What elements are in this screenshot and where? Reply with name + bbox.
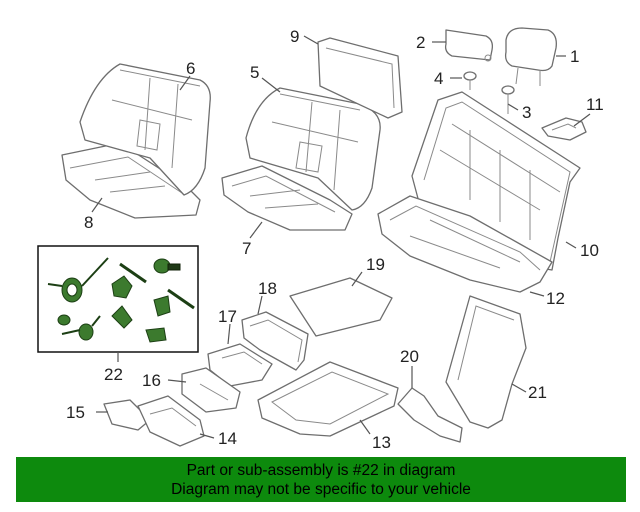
callout-17[interactable]: 17 <box>218 307 237 326</box>
part-9-panel[interactable] <box>317 37 403 119</box>
part-2-headrest[interactable] <box>444 29 494 62</box>
callout-9[interactable]: 9 <box>290 27 299 46</box>
callout-16[interactable]: 16 <box>142 371 161 390</box>
leader-lines <box>91 35 591 439</box>
part-22-clip <box>153 295 171 317</box>
part-22-box[interactable] <box>37 245 199 353</box>
callout-19[interactable]: 19 <box>366 255 385 274</box>
callout-13[interactable]: 13 <box>372 433 391 452</box>
part-17-bracket[interactable] <box>207 343 273 387</box>
part-5-seat-back-cover[interactable] <box>245 87 381 211</box>
part-13-tray[interactable] <box>257 361 399 437</box>
part-18-bracket[interactable] <box>241 311 309 371</box>
part-22-latch <box>111 275 133 299</box>
callout-20[interactable]: 20 <box>400 347 419 366</box>
part-22-bushing <box>57 314 71 326</box>
callout-3[interactable]: 3 <box>522 103 531 122</box>
callout-21[interactable]: 21 <box>528 383 547 402</box>
callout-10[interactable]: 10 <box>580 241 599 260</box>
part-22-torsion-spring <box>61 315 101 341</box>
part-22-block <box>145 327 167 343</box>
part-1-headrest[interactable] <box>504 27 557 86</box>
callout-2[interactable]: 2 <box>416 33 425 52</box>
part-4-guide[interactable] <box>463 71 477 90</box>
part-8-seat-cushion[interactable] <box>61 142 201 219</box>
part-21-side-panel[interactable] <box>445 295 527 429</box>
callout-11[interactable]: 11 <box>586 95 604 114</box>
callout-4[interactable]: 4 <box>434 69 443 88</box>
part-22-spring <box>47 257 109 303</box>
callout-7[interactable]: 7 <box>242 239 251 258</box>
part-11-latch[interactable] <box>541 117 587 141</box>
callout-12[interactable]: 12 <box>546 289 565 308</box>
part-20-bracket[interactable] <box>397 387 463 443</box>
callout-1[interactable]: 1 <box>570 47 579 66</box>
part-7-seat-cushion[interactable] <box>221 165 353 231</box>
callout-labels: 1 2 3 4 5 6 7 8 9 10 11 12 13 14 15 16 1… <box>66 27 604 452</box>
callout-14[interactable]: 14 <box>218 429 237 448</box>
callout-18[interactable]: 18 <box>258 279 277 298</box>
part-22-bracket <box>111 305 133 329</box>
part-12-cushion-frame[interactable] <box>377 195 553 293</box>
part-22-long-rod <box>167 288 195 310</box>
banner-line-2: Diagram may not be specific to your vehi… <box>171 481 471 498</box>
part-19-pad[interactable] <box>289 277 393 337</box>
part-6-seat-back-cover[interactable] <box>79 63 211 196</box>
banner-line-1: Part or sub-assembly is #22 in diagram <box>186 462 456 479</box>
part-16-block[interactable] <box>181 367 241 413</box>
part-14-bracket[interactable] <box>137 395 205 447</box>
part-22-bolt <box>153 258 181 274</box>
callout-22[interactable]: 22 <box>104 365 123 384</box>
callout-6[interactable]: 6 <box>186 59 195 78</box>
part-22-rod <box>119 262 147 284</box>
part-15-bracket[interactable] <box>103 399 151 431</box>
callout-8[interactable]: 8 <box>84 213 93 232</box>
part-3-guide[interactable] <box>501 85 515 114</box>
callout-5[interactable]: 5 <box>250 63 259 82</box>
callout-15[interactable]: 15 <box>66 403 85 422</box>
info-banner: Part or sub-assembly is #22 in diagram D… <box>16 457 626 502</box>
